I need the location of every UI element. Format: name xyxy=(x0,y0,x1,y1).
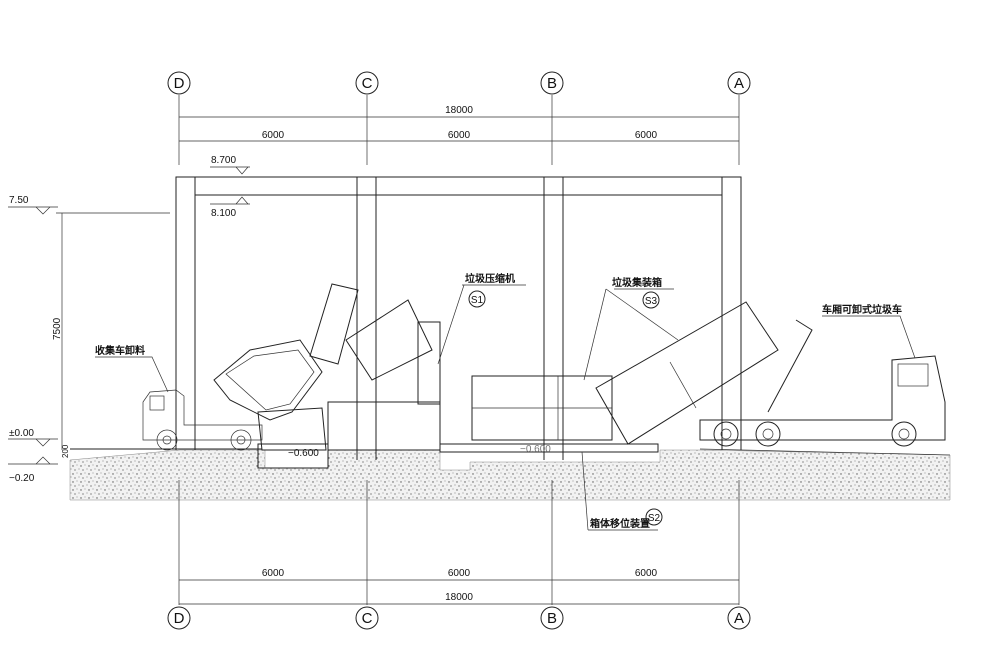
axis-label-top-d: D xyxy=(174,75,185,92)
ground-fill xyxy=(69,448,951,501)
dim-top-total: 18000 xyxy=(445,105,473,116)
building-frame xyxy=(175,176,742,460)
container-shifter xyxy=(439,443,659,453)
dim-bottom-span-1: 6000 xyxy=(262,568,285,579)
dim-bottom-total: 18000 xyxy=(445,592,473,603)
dim-height-200: 200 xyxy=(61,444,70,458)
elev-roof-bottom: 8.100 xyxy=(211,208,236,219)
hook-lift-truck xyxy=(699,319,946,447)
axis-label-top-a: A xyxy=(734,75,744,92)
dim-top-span-3: 6000 xyxy=(635,130,658,141)
tipping-bins xyxy=(213,283,433,421)
elev-minus-020: −0.20 xyxy=(9,473,35,484)
axis-bubbles xyxy=(167,71,751,630)
axis-label-bottom-b: B xyxy=(547,610,557,627)
grid-lines xyxy=(178,95,740,605)
dim-top-span-1: 6000 xyxy=(262,130,285,141)
axis-label-bottom-c: C xyxy=(362,610,373,627)
elev-pit-container: −0.600 xyxy=(520,444,551,455)
tag-s2: S2 xyxy=(648,513,661,524)
dim-height-7500: 7500 xyxy=(52,317,63,340)
elevation-markers xyxy=(8,166,250,465)
tag-s3: S3 xyxy=(645,296,658,307)
label-collector-unload: 收集车卸料 xyxy=(95,344,145,357)
label-compactor: 垃圾压缩机 xyxy=(465,272,515,285)
dim-top-span-2: 6000 xyxy=(448,130,471,141)
compactor-machine xyxy=(257,321,441,469)
elev-roof-top: 8.700 xyxy=(211,155,236,166)
axis-label-bottom-a: A xyxy=(734,610,744,627)
elev-zero: ±0.00 xyxy=(9,428,34,439)
elev-750: 7.50 xyxy=(9,195,29,206)
tag-s1: S1 xyxy=(471,295,484,306)
dim-bottom-span-3: 6000 xyxy=(635,568,658,579)
collector-truck xyxy=(142,389,263,451)
leader-lines xyxy=(95,284,916,531)
garbage-container xyxy=(471,301,779,445)
elev-pit-compactor: −0.600 xyxy=(288,448,319,459)
axis-label-top-b: B xyxy=(547,75,557,92)
label-hook-truck: 车厢可卸式垃圾车 xyxy=(822,303,902,316)
axis-label-bottom-d: D xyxy=(174,610,185,627)
label-shifter: 箱体移位装置 xyxy=(590,517,650,530)
dim-bottom-span-2: 6000 xyxy=(448,568,471,579)
dimension-lines xyxy=(56,116,739,605)
label-container: 垃圾集装箱 xyxy=(612,276,662,289)
axis-label-top-c: C xyxy=(362,75,373,92)
